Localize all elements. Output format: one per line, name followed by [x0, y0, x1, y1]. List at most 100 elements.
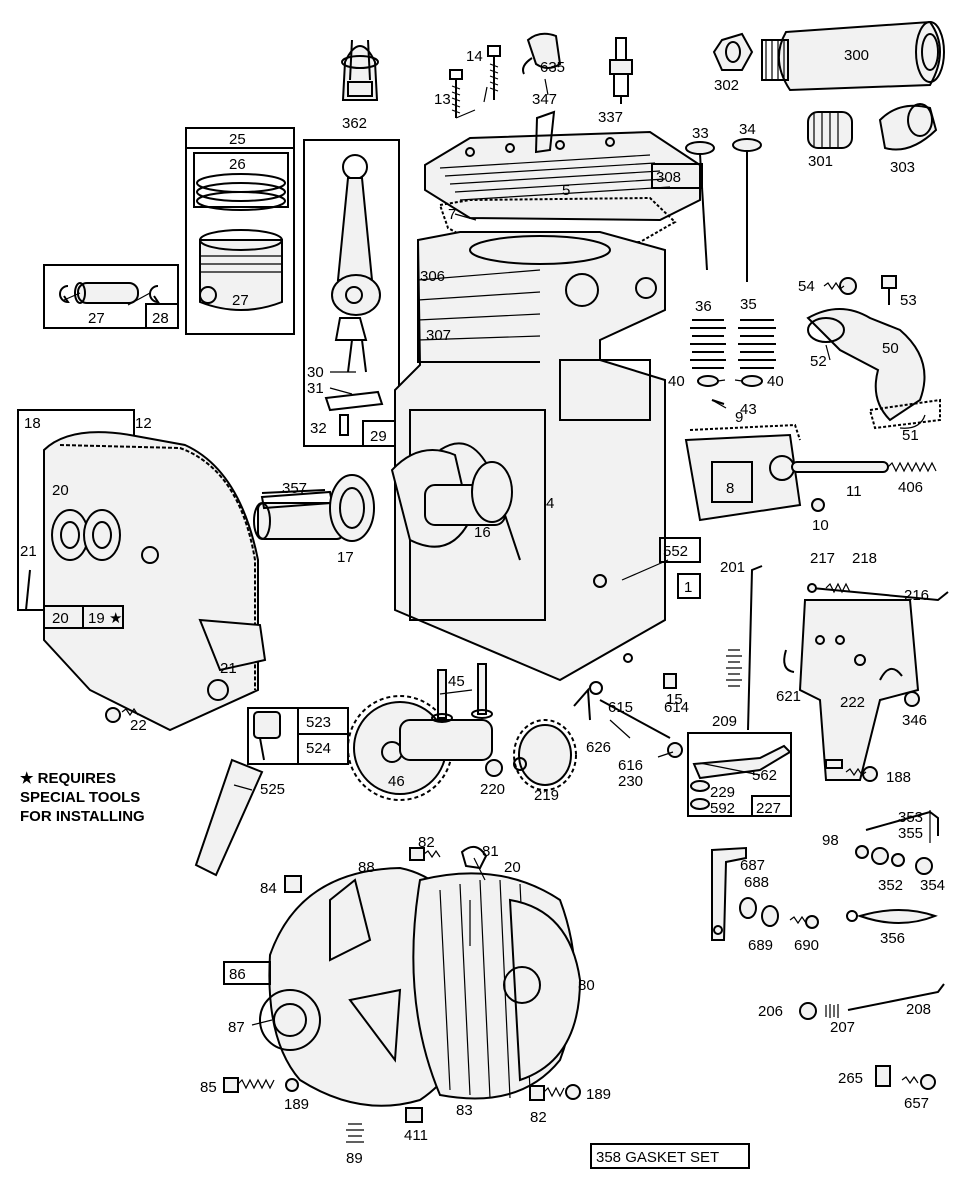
label-82a: 82 [418, 834, 435, 851]
part-25-piston-assembly [185, 127, 295, 335]
part-227-governor-lever [687, 732, 792, 817]
part-36-valve-spring [690, 319, 726, 369]
label-306: 306 [420, 268, 445, 285]
part-82-screw-bottom [529, 1084, 581, 1101]
part-356-wire [846, 909, 938, 924]
label-82b: 82 [530, 1109, 547, 1126]
note-line-3: FOR INSTALLING [20, 808, 145, 825]
label-406: 406 [898, 479, 923, 496]
part-22-screw [105, 707, 139, 723]
part-621-clip [783, 649, 795, 673]
leader-lines [63, 78, 931, 1026]
box-gasket-set [590, 1143, 750, 1169]
label-189a: 189 [284, 1096, 309, 1113]
label-32: 32 [310, 420, 327, 437]
part-35-valve-spring [738, 319, 776, 369]
label-352: 352 [878, 877, 903, 894]
label-188: 188 [886, 769, 911, 786]
label-33: 33 [692, 125, 709, 142]
label-354: 354 [920, 877, 945, 894]
label-15: 15 [666, 691, 683, 708]
label-84: 84 [260, 880, 277, 897]
label-19-star: ★ [109, 610, 122, 627]
label-43: 43 [740, 401, 757, 418]
label-201: 201 [720, 559, 745, 576]
part-53-screw [881, 275, 897, 305]
label-189b: 189 [586, 1086, 611, 1103]
part-230-washer [667, 742, 683, 758]
label-14: 14 [466, 48, 483, 65]
label-98: 98 [822, 832, 839, 849]
label-46: 46 [388, 773, 405, 790]
label-337: 337 [598, 109, 623, 126]
label-562: 562 [752, 767, 777, 784]
box-20b [43, 605, 84, 629]
label-300: 300 [844, 47, 869, 64]
part-216-choke-link [807, 582, 949, 602]
label-524: 524 [306, 740, 331, 757]
label-523: 523 [306, 714, 331, 731]
part-40-retainers [697, 375, 763, 387]
label-209: 209 [712, 713, 737, 730]
label-80: 80 [578, 977, 595, 994]
note-line-1: ★ REQUIRES [20, 770, 116, 787]
label-657: 657 [904, 1095, 929, 1112]
label-8: 8 [726, 480, 734, 497]
label-346: 346 [902, 712, 927, 729]
part-337-spark-plug [609, 37, 633, 104]
label-10: 10 [812, 517, 829, 534]
label-87: 87 [228, 1019, 245, 1036]
label-614: 614 [664, 699, 689, 716]
label-357: 357 [282, 480, 307, 497]
label-220: 220 [480, 781, 505, 798]
label-303: 303 [890, 159, 915, 176]
part-16-crankshaft [253, 449, 513, 548]
part-353-switch-parts [855, 810, 939, 875]
part-85-screw [223, 1077, 299, 1093]
label-222: 222 [840, 694, 865, 711]
part-626-governor-crank [573, 681, 671, 739]
label-19: 19 [88, 610, 105, 627]
label-265: 265 [838, 1070, 863, 1087]
label-5: 5 [562, 182, 570, 199]
label-89: 89 [346, 1150, 363, 1167]
part-406-spring [887, 461, 937, 473]
label-36: 36 [695, 298, 712, 315]
label-53: 53 [900, 292, 917, 309]
label-22: 22 [130, 717, 147, 734]
label-20a: 20 [52, 482, 69, 499]
label-45: 45 [448, 673, 465, 690]
label-7: 7 [448, 206, 456, 223]
note-line-2: SPECIAL TOOLS [20, 789, 140, 806]
part-689-bushing [761, 905, 779, 927]
label-616: 616 [618, 757, 643, 774]
part-207-spring [825, 1004, 839, 1018]
part-220-washer [485, 759, 503, 777]
part-411-clip [405, 1107, 423, 1123]
part-81-clutch [460, 845, 488, 870]
label-12: 12 [135, 415, 152, 432]
part-14-screw [487, 45, 501, 100]
part-657-screw [901, 1074, 936, 1090]
label-218: 218 [852, 550, 877, 567]
label-20b: 20 [52, 610, 69, 627]
label-687: 687 [740, 857, 765, 874]
label-4: 4 [546, 495, 554, 512]
label-40a: 40 [668, 373, 685, 390]
label-411: 411 [404, 1127, 428, 1144]
label-18: 18 [24, 415, 41, 432]
label-690: 690 [794, 937, 819, 954]
part-11-link [791, 461, 889, 473]
part-552-plug [621, 559, 669, 581]
label-83: 83 [456, 1102, 473, 1119]
part-84-nut [284, 875, 302, 893]
part-10-screw [811, 498, 825, 512]
label-230: 230 [618, 773, 643, 790]
label-21b: 21 [220, 660, 237, 677]
label-11: 11 [846, 483, 862, 500]
part-34-valve [732, 138, 762, 282]
label-301: 301 [808, 153, 833, 170]
box-552 [659, 537, 701, 563]
part-80-flywheel [503, 898, 582, 1082]
label-621: 621 [776, 688, 801, 705]
